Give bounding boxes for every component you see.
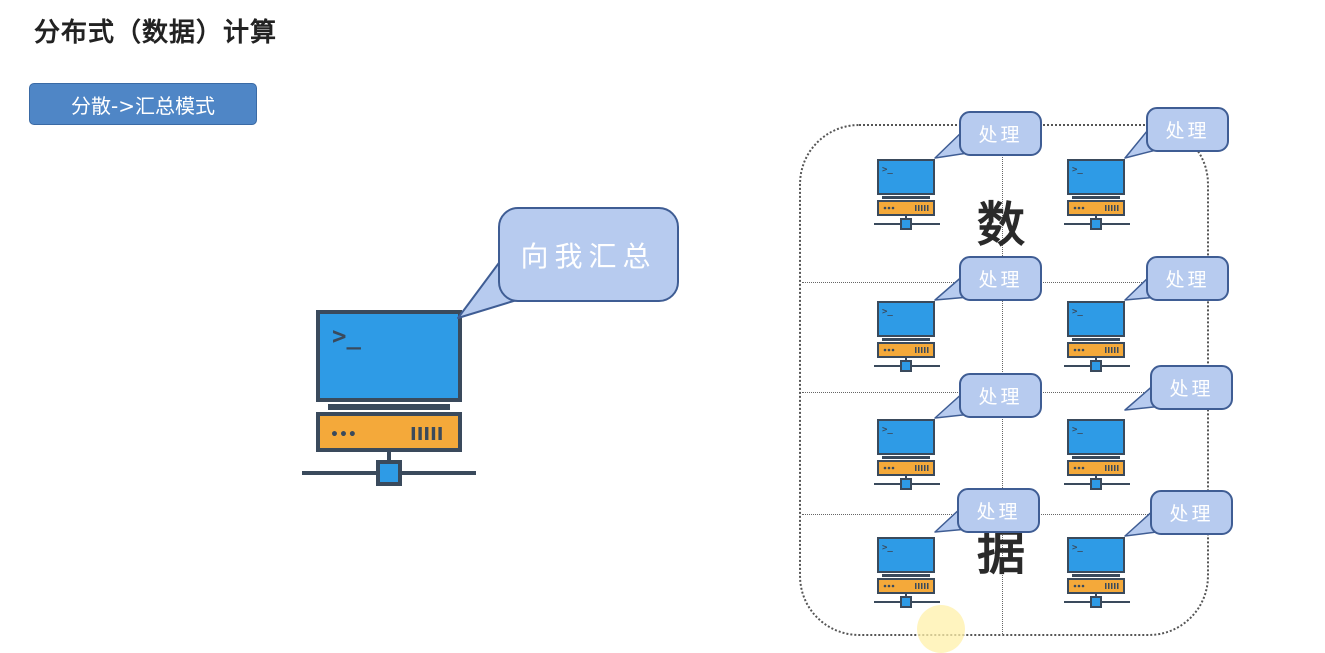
node-computer-icon: >_ <box>874 159 940 230</box>
node-process-bubble: 处理 <box>959 111 1042 156</box>
data-char-2: 据 <box>976 525 1025 581</box>
node-screen-prompt: >_ <box>1072 165 1083 175</box>
node-screen-prompt: >_ <box>1072 307 1083 317</box>
central-server-bars: IIIII <box>410 424 444 445</box>
node-computer-icon: >_ <box>1064 537 1130 608</box>
central-screen-prompt: >_ <box>332 322 361 350</box>
central-computer-icon: >_ ••• IIIII <box>302 310 476 486</box>
cursor-highlight <box>917 605 965 653</box>
node-computer-icon: >_ <box>874 301 940 372</box>
node-process-bubble: 处理 <box>959 373 1042 418</box>
node-screen-prompt: >_ <box>1072 543 1083 553</box>
node-computer-icon: >_ <box>874 419 940 490</box>
node-computer-icon: >_ <box>1064 159 1130 230</box>
page-title: 分布式（数据）计算 <box>34 18 278 48</box>
node-screen-prompt: >_ <box>1072 425 1083 435</box>
data-char-1: 数 <box>976 197 1025 253</box>
node-screen-prompt: >_ <box>882 543 893 553</box>
node-screen-prompt: >_ <box>882 307 893 317</box>
node-process-bubble: 处理 <box>1150 490 1233 535</box>
node-screen-prompt: >_ <box>882 425 893 435</box>
central-server-dots: ••• <box>330 427 357 443</box>
mode-tag-button[interactable]: 分散->汇总模式 <box>29 83 257 125</box>
node-computer-icon: >_ <box>1064 301 1130 372</box>
node-process-bubble: 处理 <box>1146 256 1229 301</box>
node-computer-icon: >_ <box>874 537 940 608</box>
node-process-bubble: 处理 <box>957 488 1040 533</box>
node-process-bubble: 处理 <box>959 256 1042 301</box>
node-computer-icon: >_ <box>1064 419 1130 490</box>
node-screen-prompt: >_ <box>882 165 893 175</box>
central-bubble: 向我汇总 <box>498 207 679 302</box>
node-process-bubble: 处理 <box>1146 107 1229 152</box>
node-process-bubble: 处理 <box>1150 365 1233 410</box>
